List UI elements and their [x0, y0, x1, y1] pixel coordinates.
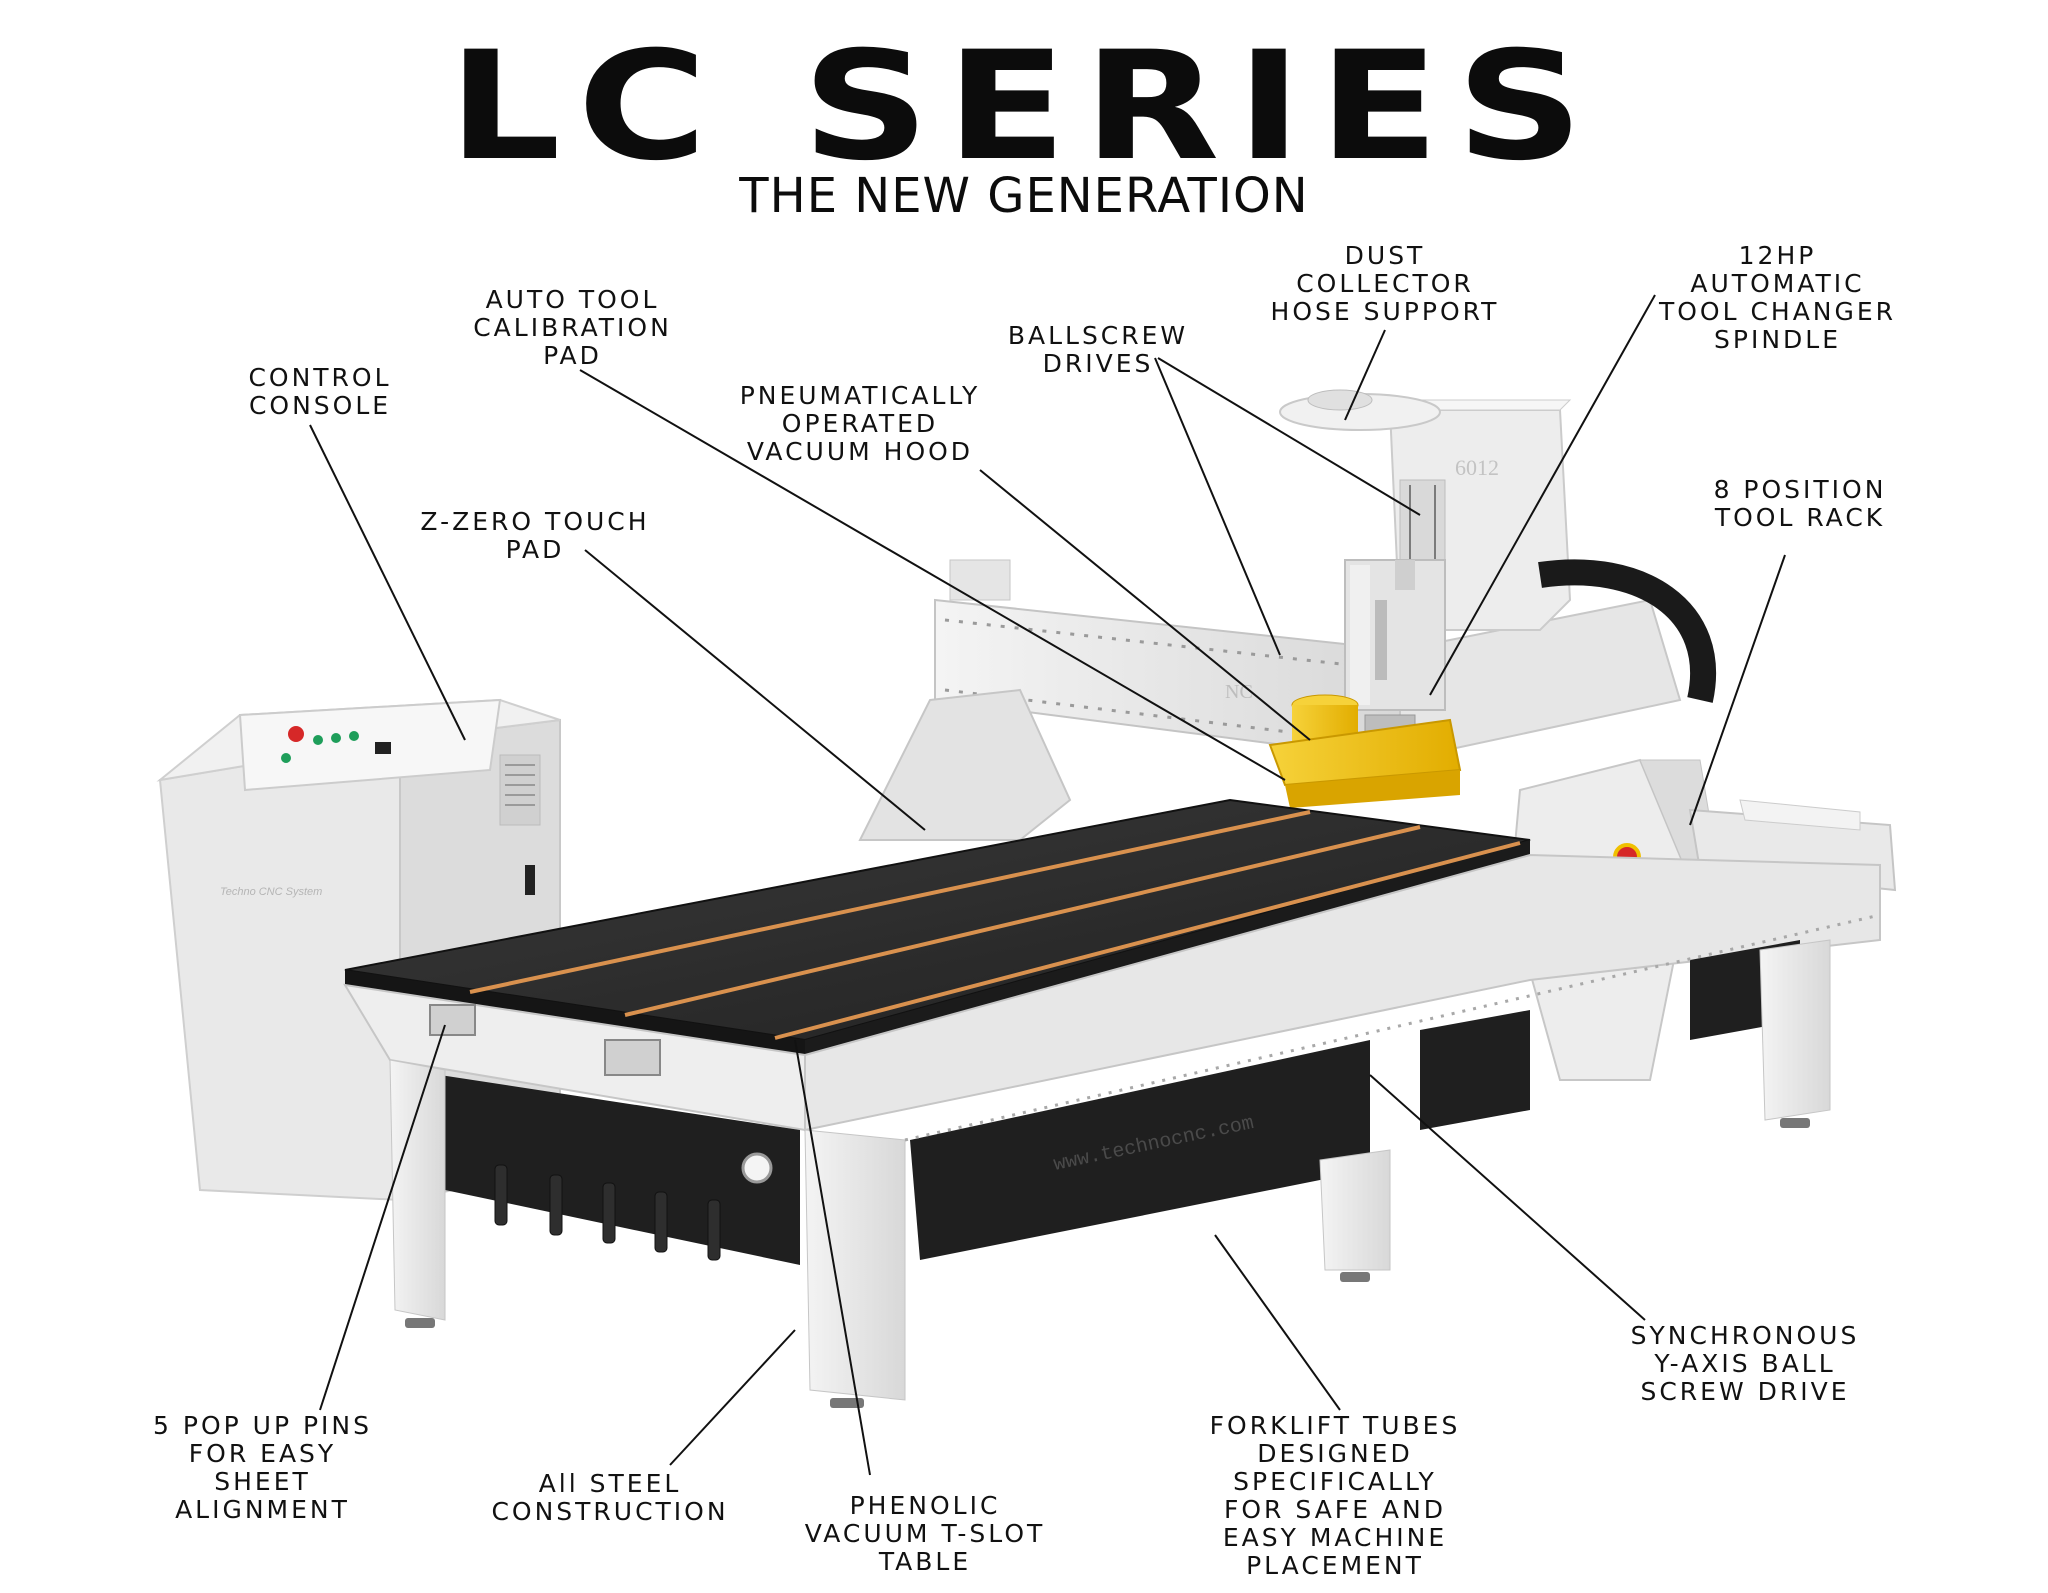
callout-pop-up-pins: 5 POP UP PINS FOR EASY SHEET ALIGNMENT — [153, 1411, 372, 1524]
callout-steel-construction: All STEEL CONSTRUCTION — [491, 1469, 729, 1526]
leader-z-zero — [584, 549, 926, 831]
t-slot-2 — [624, 825, 1421, 1017]
leader-y-axis-ball-screw — [1369, 1074, 1646, 1321]
spindle — [1344, 559, 1446, 756]
cable-carrier — [1538, 559, 1717, 703]
vacuum-hood — [1268, 694, 1462, 808]
callout-forklift-tubes: FORKLIFT TUBES DESIGNED SPECIFICALLY FOR… — [1209, 1411, 1461, 1580]
estop-button-console — [288, 726, 304, 742]
leader-pop-up-pins — [319, 1024, 446, 1411]
phenolic-table-top — [344, 798, 1531, 1055]
t-slot-3 — [774, 841, 1521, 1040]
leader-ballscrew-1 — [1154, 357, 1281, 656]
leveling-feet — [405, 1118, 1810, 1408]
leader-tool-rack — [1689, 554, 1786, 826]
leader-atc-spindle — [1429, 294, 1656, 696]
vacuum-gauge — [741, 1152, 773, 1184]
gantry-brand: NC — [1225, 681, 1253, 703]
callout-control-console: CONTROL CONSOLE — [248, 363, 392, 420]
gantry: NC — [858, 559, 1682, 841]
green-button-2 — [331, 733, 341, 743]
callout-ballscrew-drives: BALLSCREW DRIVES — [1007, 321, 1189, 378]
callout-y-axis-ball-screw: SYNCHRONOUS Y-AXIS BALL SCREW DRIVE — [1630, 1321, 1860, 1406]
leader-auto-tool-calibration — [579, 369, 1286, 781]
side-panel-1 — [910, 1040, 1370, 1260]
callout-pneumatic-vacuum-hood: PNEUMATICALLY OPERATED VACUUM HOOD — [739, 381, 981, 466]
page-title: LC SERIES — [448, 20, 1600, 194]
leader-lines — [309, 294, 1786, 1476]
pop-up-pin-clamps — [429, 1004, 661, 1076]
callout-auto-tool-calibration-pad: AUTO TOOL CALIBRATION PAD — [473, 285, 672, 370]
leader-vacuum-hood — [979, 469, 1311, 741]
green-button-3 — [349, 731, 359, 741]
t-slot-1 — [469, 810, 1311, 994]
callout-phenolic-table: PHENOLIC VACUUM T-SLOT TABLE — [804, 1491, 1046, 1576]
leader-phenolic-table — [794, 1039, 871, 1476]
base-frame: www.technocnc.com — [343, 853, 1881, 1408]
page-subtitle: THE NEW GENERATION — [739, 168, 1309, 224]
leader-ballscrew-2 — [1157, 357, 1421, 516]
leader-dust-collector — [1344, 329, 1386, 421]
vacuum-valves — [494, 1164, 721, 1261]
callout-atc-spindle: 12HP AUTOMATIC TOOL CHANGER SPINDLE — [1658, 241, 1897, 354]
ventilation-grille — [505, 764, 535, 806]
gantry-model: 6012 — [1455, 455, 1499, 480]
callout-z-zero-touch-pad: Z-ZERO TOUCH PAD — [420, 507, 650, 564]
leader-control-console — [309, 424, 466, 741]
green-button-4 — [281, 753, 291, 763]
callout-dust-collector-hose-support: DUST COLLECTOR HOSE SUPPORT — [1270, 241, 1500, 326]
callout-tool-rack: 8 POSITION TOOL RACK — [1713, 475, 1887, 532]
side-panel-2 — [1420, 1010, 1530, 1130]
leader-forklift-tubes — [1214, 1234, 1341, 1411]
cabinet-watermark: Techno CNC System — [220, 886, 322, 898]
console-display — [375, 742, 391, 754]
leader-steel-construction — [669, 1329, 796, 1466]
green-button-1 — [313, 735, 323, 745]
